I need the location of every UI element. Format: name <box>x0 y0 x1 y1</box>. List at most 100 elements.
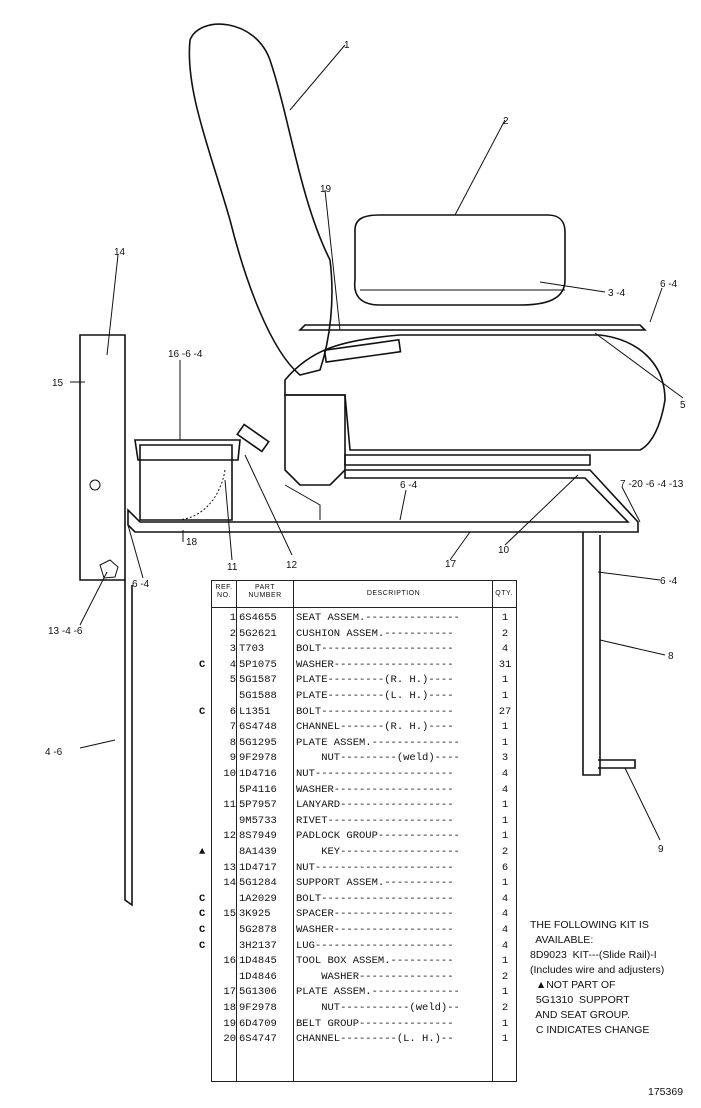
callout-9: 9 <box>658 844 664 855</box>
part-number: 6D4709 <box>239 1017 277 1030</box>
part-description: SEAT ASSEM.--------------- <box>296 612 460 624</box>
quantity: 27 <box>498 705 512 718</box>
part-number: 1D4846 <box>239 970 277 983</box>
part-description: WASHER--------------- <box>296 970 454 983</box>
callout-1: 1 <box>344 40 350 51</box>
quantity: 1 <box>501 955 509 968</box>
support-plate <box>127 469 639 533</box>
quantity: 4 <box>501 892 509 905</box>
seat-back <box>188 23 333 376</box>
change-mark: ▲ <box>199 846 206 858</box>
kit-note-line: ▲NOT PART OF <box>530 979 616 991</box>
part-number: 5G1284 <box>239 877 277 890</box>
part-description: NUT---------(weld)---- <box>296 752 460 765</box>
callout-6-4-top: 6 -4 <box>660 279 678 290</box>
part-number: 8A1439 <box>239 846 277 858</box>
kit-note-line: AND SEAT GROUP. <box>530 1009 630 1021</box>
part-description: BELT GROUP--------------- <box>296 1017 454 1030</box>
quantity: 4 <box>501 643 509 656</box>
support-channel <box>582 532 601 776</box>
part-number: 5P1075 <box>239 658 277 671</box>
callout-19: 19 <box>320 184 332 195</box>
part-description: CUSHION ASSEM.----------- <box>296 627 454 640</box>
quantity: 4 <box>501 783 509 796</box>
kit-note-line: (Includes wire and adjusters) <box>530 964 665 976</box>
quantity: 1 <box>501 612 509 624</box>
quantity: 1 <box>501 830 509 843</box>
part-description: BOLT--------------------- <box>296 892 454 905</box>
part-number: 1A2029 <box>239 892 277 905</box>
ref-number: 11 <box>223 799 236 812</box>
quantity: 2 <box>501 627 509 640</box>
kit-note-line: 8D9023 KIT---(Slide Rail)-I <box>530 949 657 961</box>
part-number: 3K925 <box>239 908 271 921</box>
ref-number: 1 <box>229 612 236 624</box>
part-description: WASHER------------------- <box>296 924 454 936</box>
quantity: 4 <box>501 939 509 952</box>
part-description: PLATE---------(L. H.)---- <box>296 690 454 702</box>
part-description: KEY------------------- <box>296 846 460 858</box>
part-number: 6S4655 <box>239 612 277 624</box>
callout-15: 15 <box>52 378 64 389</box>
callout-18: 18 <box>186 537 198 548</box>
part-description: PLATE---------(R. H.)---- <box>296 674 454 687</box>
callout-7-20: 7 -20 -6 -4 -13 <box>620 479 684 490</box>
ref-number: 9 <box>229 752 236 765</box>
callout-17: 17 <box>445 559 457 570</box>
quantity: 6 <box>501 861 509 874</box>
callout-4-6: 4 -6 <box>45 747 63 758</box>
callout-5: 5 <box>680 400 686 411</box>
part-number: 1D4716 <box>239 768 277 780</box>
part-description: RIVET-------------------- <box>296 814 454 827</box>
part-number: 5G2878 <box>239 924 277 936</box>
ref-number: 13 <box>223 861 236 874</box>
ref-number: 4 <box>229 658 236 671</box>
header-description: DESCRIPTION <box>366 590 421 597</box>
part-description: PLATE ASSEM.-------------- <box>296 736 460 749</box>
part-number: 8S7949 <box>239 830 277 843</box>
quantity: 1 <box>501 1017 509 1030</box>
part-description: SPACER------------------- <box>296 908 454 921</box>
drawing-number: 175369 <box>648 1086 684 1098</box>
quantity: 31 <box>498 658 512 671</box>
ref-number: 3 <box>229 643 236 656</box>
quantity: 1 <box>501 814 509 827</box>
part-description: NUT---------------------- <box>296 768 454 780</box>
callout-13-4-6: 13 -4 -6 <box>48 626 83 637</box>
quantity: 1 <box>501 721 509 734</box>
header-qty: QTY. <box>495 590 513 597</box>
change-mark: C <box>199 705 206 718</box>
left-support <box>79 334 126 581</box>
seat-base <box>284 334 666 451</box>
ref-number: 18 <box>223 1002 236 1014</box>
part-description: LUG---------------------- <box>296 939 454 952</box>
quantity: 1 <box>501 674 509 687</box>
part-description: WASHER------------------- <box>296 783 454 796</box>
kit-note-line: AVAILABLE: <box>530 934 594 946</box>
quantity: 2 <box>501 846 509 858</box>
part-number: 5P7957 <box>239 799 277 812</box>
ref-number: 8 <box>229 736 236 749</box>
ref-number: 15 <box>223 908 236 921</box>
part-number: 5G1295 <box>239 736 277 749</box>
change-mark: C <box>199 939 206 952</box>
callout-6-4-right: 6 -4 <box>660 576 678 587</box>
quantity: 1 <box>501 877 509 890</box>
quantity: 4 <box>501 924 509 936</box>
part-description: WASHER------------------- <box>296 658 454 671</box>
seat-plate <box>298 324 647 331</box>
part-description: SUPPORT ASSEM.----------- <box>296 877 454 890</box>
